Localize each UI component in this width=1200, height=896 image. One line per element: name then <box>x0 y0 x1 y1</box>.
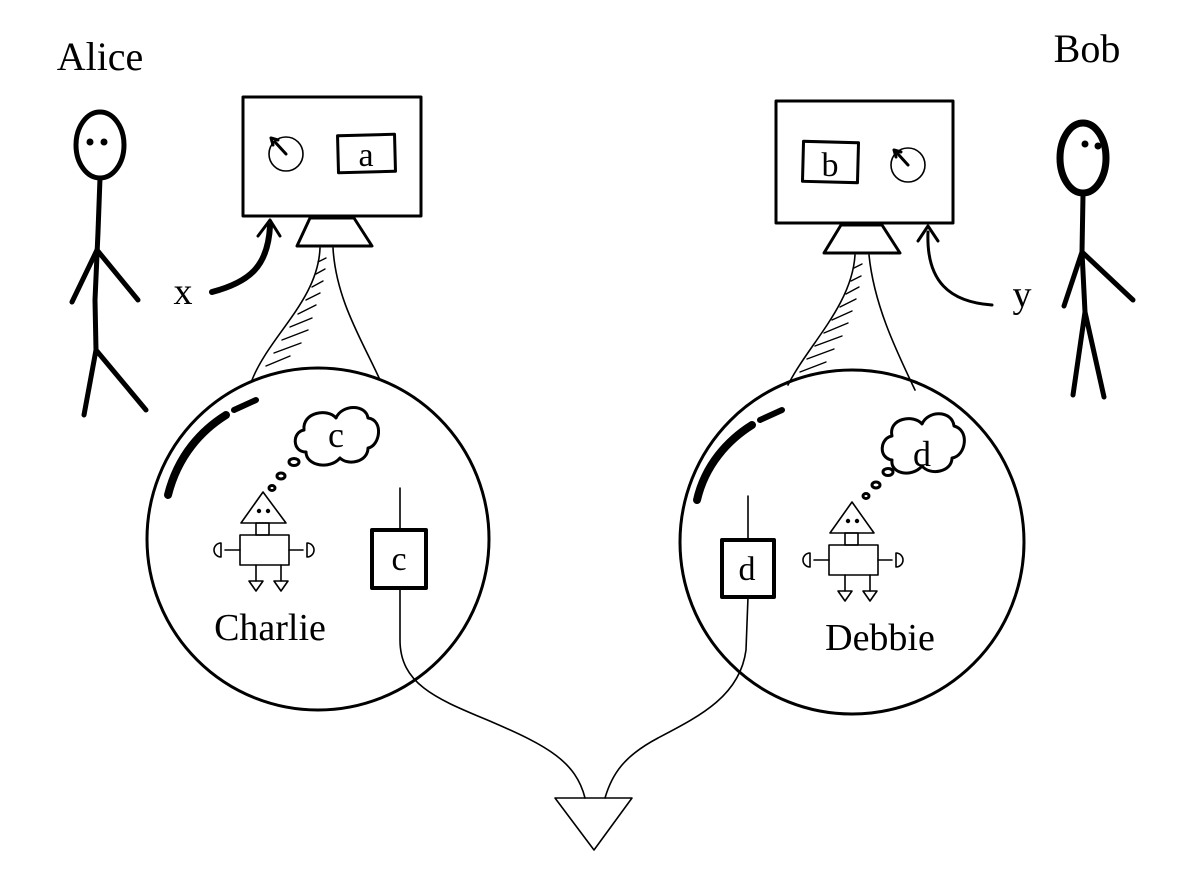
combiner-triangle <box>554 797 633 851</box>
y-input-arrow <box>916 224 994 307</box>
debbie-box-label: d <box>739 551 756 588</box>
debbie-box <box>604 495 776 799</box>
y-input-label: y <box>1013 274 1032 316</box>
debbie-thought-bubble <box>861 412 966 500</box>
charlie-thought-label: c <box>328 415 344 455</box>
left-dial-icon <box>268 136 304 172</box>
alice-stick-figure <box>69 109 149 418</box>
x-input-label: x <box>174 271 193 313</box>
charlie-box <box>370 487 586 799</box>
right-device-port <box>822 223 902 255</box>
right-bubble <box>678 368 1026 716</box>
right-output-box <box>800 139 861 185</box>
x-input-arrow <box>209 218 282 295</box>
debbie-robot-icon <box>802 501 904 602</box>
right-dial-icon <box>890 147 926 183</box>
charlie-robot-icon <box>213 491 315 592</box>
charlie-box-label: c <box>391 541 406 578</box>
bob-label: Bob <box>1054 26 1121 71</box>
left-funnel-neck <box>251 247 381 381</box>
charlie-name-label: Charlie <box>214 607 326 649</box>
left-measurement-device <box>241 95 423 248</box>
left-output-box <box>336 132 397 175</box>
debbie-thought-label: d <box>913 434 931 474</box>
right-output-label: b <box>822 147 839 184</box>
left-output-label: a <box>358 137 373 174</box>
right-funnel-neck <box>787 254 916 391</box>
debbie-name-label: Debbie <box>825 617 935 659</box>
alice-label: Alice <box>57 34 144 79</box>
left-bubble <box>145 366 491 712</box>
right-measurement-device <box>774 99 955 255</box>
left-device-port <box>295 216 374 248</box>
bob-stick-figure <box>1056 119 1136 400</box>
charlie-thought-bubble <box>267 406 380 492</box>
